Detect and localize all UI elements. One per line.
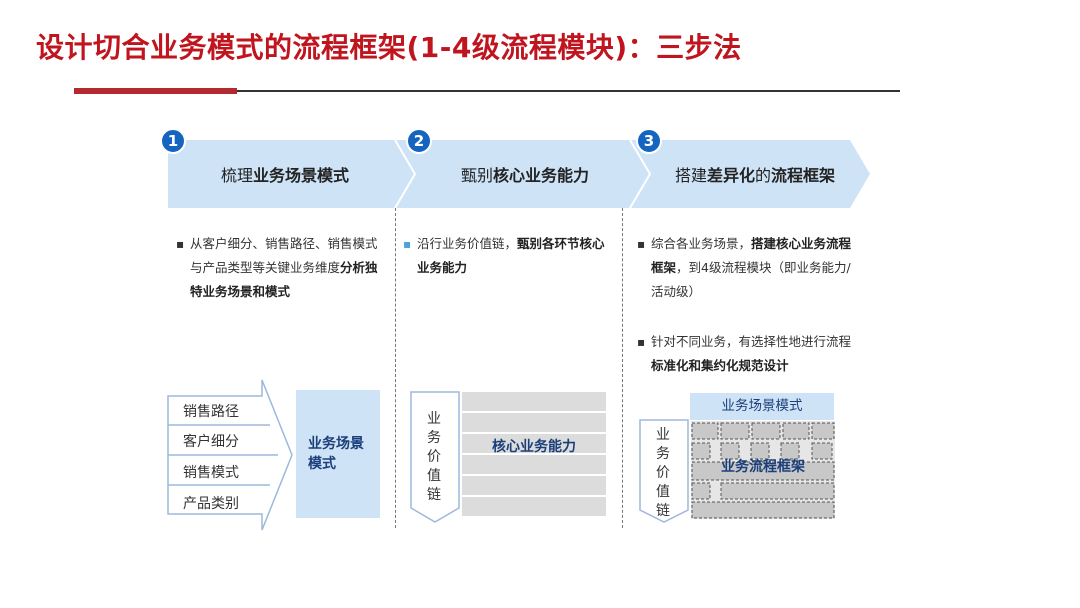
bullet-col2: ▪沿行业务价值链，甄别各环节核心业务能力	[403, 236, 605, 275]
bullet-col1: ▪从客户细分、销售路径、销售模式与产品类型等关键业务维度分析独特业务场景和模式	[176, 236, 378, 299]
dimensions-arrow	[167, 379, 293, 531]
step-banner	[168, 139, 870, 209]
step-3-title: 搭建差异化的流程框架	[674, 166, 836, 185]
step-1-number: 1	[160, 128, 186, 154]
dimension-row: 客户细分	[183, 434, 239, 450]
value-chain-arrow	[410, 391, 460, 523]
step-2-chevron	[395, 140, 650, 208]
step-2-number: 2	[406, 128, 432, 154]
core-capability-label: 核心业务能力	[492, 439, 576, 455]
bullet-col3b: ▪针对不同业务，有选择性地进行流程标准化和集约化规范设计	[637, 334, 852, 373]
step-3-number: 3	[636, 128, 662, 154]
dimension-row: 销售路径	[183, 404, 239, 420]
step-2-title: 甄别核心业务能力	[460, 166, 590, 185]
dimension-row: 销售模式	[183, 465, 239, 481]
step-1-chevron	[168, 140, 415, 208]
step-3-chevron	[630, 140, 870, 208]
title-accent-bar	[74, 88, 237, 94]
column-divider	[622, 208, 623, 528]
scenario-header: 业务场景模式	[690, 393, 834, 420]
bullet-col3a: ▪综合各业务场景，搭建核心业务流程框架，到4级流程模块（即业务能力/活动级）	[637, 236, 852, 299]
dimension-row: 产品类别	[183, 496, 239, 512]
scenario-box: 业务场景模式	[296, 390, 380, 518]
step-1-title: 梳理业务场景模式	[220, 166, 350, 185]
column-divider	[395, 208, 396, 528]
title-divider	[237, 90, 900, 92]
capability-stack	[462, 392, 606, 516]
process-framework-label: 业务流程框架	[721, 459, 805, 475]
value-chain-label: 业务价值链	[427, 411, 441, 503]
process-grid	[691, 421, 835, 519]
value-chain-label: 业务价值链	[656, 427, 670, 519]
page-title: 设计切合业务模式的流程框架(1-4级流程模块)：三步法	[36, 31, 742, 64]
value-chain-arrow	[639, 419, 689, 523]
